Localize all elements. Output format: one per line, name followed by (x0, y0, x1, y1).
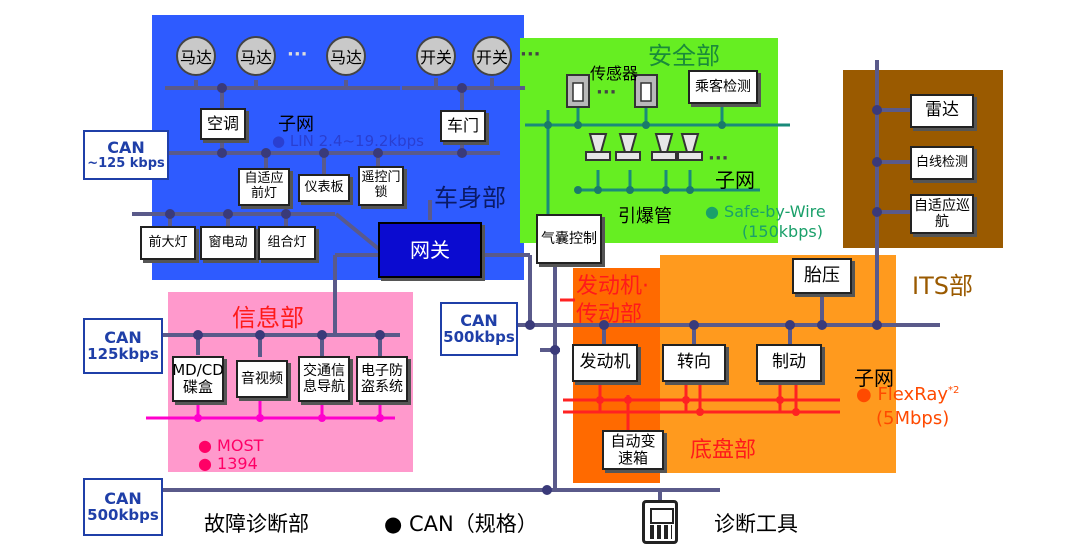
safe-by-wire-rate: (150kbps) (742, 222, 823, 241)
can-diagnosis-title: CAN (104, 488, 142, 508)
adaptive-cruise-node: 自适应巡航 (910, 194, 974, 234)
powertrain-title-line2: 传动部 (576, 302, 643, 327)
chassis-subnet-label: 子网 (854, 366, 894, 390)
audio-video-node: 音视频 (236, 360, 288, 398)
switch-node: 开关 (472, 36, 512, 76)
diagnostic-tool-label: 诊断工具 (714, 512, 798, 536)
engine-node: 发动机 (572, 344, 638, 382)
motor-node: 马达 (326, 36, 366, 76)
brake-node: 制动 (756, 344, 822, 382)
adaptive-headlight-node: 自适应前灯 (238, 168, 290, 206)
safe-by-wire-label: ● Safe-by-Wire (705, 202, 826, 221)
steering-node: 转向 (662, 344, 726, 382)
ieee1394-label: ● 1394 (198, 454, 258, 473)
anti-theft-node: 电子防盗系统 (356, 356, 408, 402)
traffic-navigation-node: 交通信息导航 (298, 356, 350, 402)
lane-detection-node: 白线检测 (910, 146, 974, 180)
diagnostic-tool-icon (642, 500, 678, 544)
sensor-label: 传感器 (590, 64, 639, 83)
body-region-title: 车身部 (434, 184, 506, 212)
can-info-rate: 125kbps (87, 344, 159, 363)
squib-ellipsis: ··· (708, 148, 729, 169)
most-label: ● MOST (198, 436, 264, 455)
sensor-ellipsis: ··· (596, 82, 617, 103)
motor-node: 马达 (176, 36, 216, 76)
dashboard-node: 仪表板 (298, 174, 350, 202)
flexray-name: FlexRay (877, 384, 948, 405)
can-diagnosis-rate: 500kbps (87, 505, 159, 524)
lin-label: ● LIN 2.4~19.2kbps (272, 132, 424, 150)
can-backbone-rate: 500kbps (443, 327, 515, 346)
auto-transmission-node: 自动变速箱 (602, 430, 664, 470)
tire-pressure-node: 胎压 (792, 258, 852, 294)
can-info-label: CAN 125kbps (83, 318, 163, 374)
flexray-label: ● FlexRay*2 (856, 384, 960, 405)
can-body-title: CAN (107, 137, 145, 157)
can-diagnosis-label: CAN 500kbps (83, 478, 163, 536)
can-legend: ● CAN（规格） (384, 512, 538, 536)
ac-node: 空调 (200, 108, 246, 140)
disc-changer-node: MD/CD碟盒 (172, 356, 224, 402)
can-body-rate: ~125 kbps (87, 155, 165, 171)
safe-by-wire-name: Safe-by-Wire (724, 202, 826, 221)
lin-rate: LIN 2.4~19.2kbps (289, 132, 424, 150)
switch-node: 开关 (416, 36, 456, 76)
headlight-node: 前大灯 (140, 226, 196, 260)
window-node: 窗电动 (200, 226, 256, 260)
chassis-region-title: 底盘部 (690, 438, 757, 463)
flexray-footnote: *2 (948, 385, 960, 396)
can-backbone-title: CAN (460, 310, 498, 330)
safety-region-title: 安全部 (648, 42, 720, 70)
ieee1394-name: 1394 (217, 454, 258, 473)
remote-lock-node: 遥控门锁 (358, 166, 404, 206)
can-legend-text: CAN（规格） (409, 512, 538, 536)
flexray-rate: (5Mbps) (876, 408, 950, 429)
airbag-control-node: 气囊控制 (536, 214, 602, 264)
diagnosis-title: 故障诊断部 (204, 512, 309, 536)
info-region-title: 信息部 (232, 304, 304, 332)
sensor-icon (566, 74, 658, 108)
can-backbone-label: CAN 500kbps (440, 302, 518, 356)
powertrain-title-line1: 发动机· (576, 274, 649, 299)
door-node: 车门 (440, 110, 486, 142)
combo-light-node: 组合灯 (258, 226, 316, 260)
switch-ellipsis: ··· (520, 44, 541, 65)
radar-node: 雷达 (910, 94, 974, 128)
gateway-node: 网关 (378, 222, 482, 278)
occupant-detection-node: 乘客检测 (688, 70, 758, 104)
can-body-label: CAN ~125 kbps (83, 130, 169, 180)
motor-ellipsis: ··· (287, 44, 308, 65)
motor-node: 马达 (236, 36, 276, 76)
squib-icon (585, 133, 703, 161)
safety-subnet-label: 子网 (715, 168, 755, 192)
can-info-title: CAN (104, 327, 142, 347)
its-region-title: ITS部 (912, 272, 973, 300)
most-name: MOST (217, 436, 264, 455)
squib-label: 引爆管 (618, 206, 672, 227)
body-subnet-label: 子网 (278, 114, 314, 135)
